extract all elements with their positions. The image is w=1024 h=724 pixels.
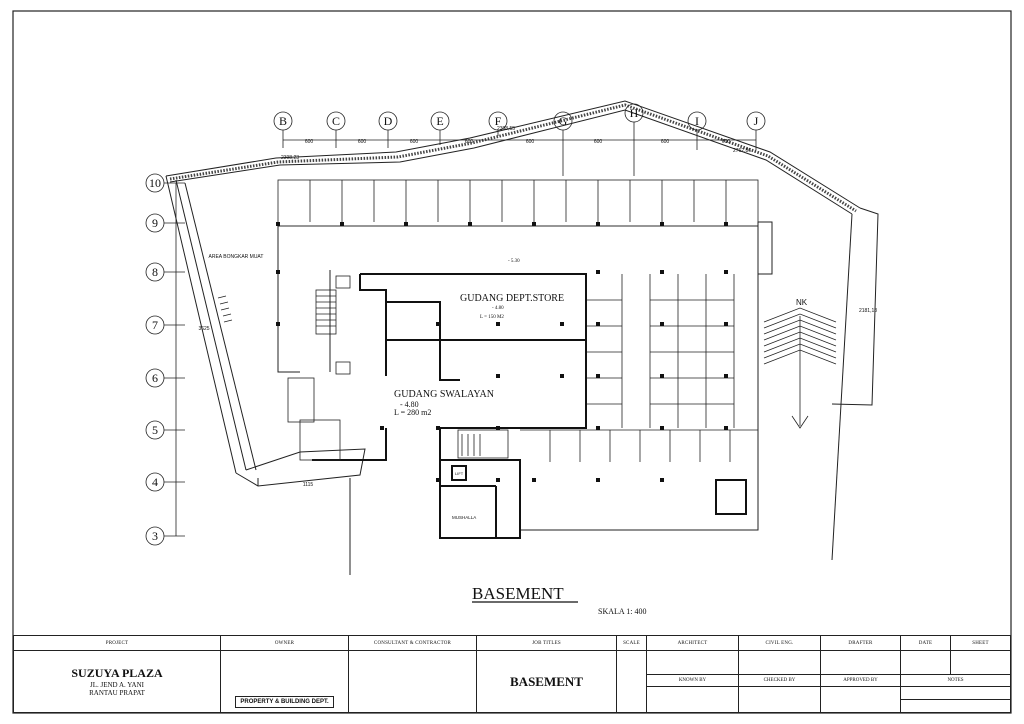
room-labels: GUDANG DEPT.STORE - 4.80 L = 150 M2 GUDA… bbox=[394, 259, 808, 520]
job-title-header: JOB TITLES bbox=[476, 636, 616, 650]
grid-col-d: D bbox=[384, 114, 393, 128]
grid-labels: B C D E F G H I J 10 9 8 7 6 5 4 3 bbox=[149, 106, 759, 543]
room-swalayan-area: L = 280 m2 bbox=[394, 408, 431, 417]
dim-col-cd: 600 bbox=[358, 139, 367, 145]
grid-col-f: F bbox=[495, 114, 502, 128]
grid-columns bbox=[273, 103, 766, 176]
drafter-header: DRAFTER bbox=[820, 636, 900, 650]
notes-line-1 bbox=[900, 686, 1010, 699]
scale-cell bbox=[616, 650, 646, 712]
main-floor bbox=[277, 221, 773, 531]
dim-bottom: 1115 bbox=[303, 482, 314, 488]
grid-col-g: G bbox=[559, 114, 568, 128]
dim-col-ij: 600 bbox=[722, 139, 731, 145]
grid-row-7: 7 bbox=[152, 318, 158, 332]
core-area bbox=[287, 275, 509, 461]
parking-top bbox=[277, 179, 759, 227]
notes-line-2 bbox=[900, 699, 1010, 712]
grid-row-3: 3 bbox=[152, 529, 158, 543]
wall-hatch-top bbox=[169, 103, 857, 213]
civil-eng-header: CIVIL ENG. bbox=[738, 636, 820, 650]
owner-cell: PROPERTY & BUILDING DEPT. bbox=[220, 650, 348, 712]
dimension-labels: 600 600 600 600 600 600 600 600 2398,23 … bbox=[198, 126, 877, 488]
architect-header: ARCHITECT bbox=[646, 636, 738, 650]
area-bongkar-label: AREA BONGKAR MUAT bbox=[209, 254, 264, 260]
grid-row-10: 10 bbox=[149, 176, 161, 190]
approved-by-header: APPROVED BY bbox=[820, 674, 900, 686]
room-swalayan-label: GUDANG SWALAYAN bbox=[394, 389, 494, 400]
dim-top-mid: 2398,55 bbox=[497, 126, 515, 132]
grid-col-e: E bbox=[436, 114, 443, 128]
left-stair bbox=[217, 295, 233, 323]
main-level-label: - 5.30 bbox=[508, 259, 520, 264]
ramp-label: NK bbox=[796, 298, 808, 307]
grid-col-h: H bbox=[630, 106, 639, 120]
dim-top-right: 2762,86 bbox=[733, 148, 751, 154]
drafter-sign bbox=[820, 650, 900, 674]
known-by-sign bbox=[646, 686, 738, 712]
project-cell: SUZUYA PLAZA JL. JEND A. YANI RANTAU PRA… bbox=[14, 650, 220, 712]
dim-col-fg: 600 bbox=[526, 139, 535, 145]
room-store-area: L = 150 M2 bbox=[480, 315, 504, 320]
drawing-scale: SKALA 1: 400 bbox=[598, 607, 646, 616]
room-lift-label: LIFT bbox=[455, 471, 464, 476]
title-block: PROJECT OWNER CONSULTANT & CONTRACTOR JO… bbox=[13, 635, 1011, 713]
sheet-border bbox=[12, 10, 1012, 714]
consultant-cell bbox=[348, 650, 476, 712]
sheet-header: SHEET bbox=[950, 636, 1010, 650]
dim-col-ef: 600 bbox=[465, 139, 474, 145]
sheet-value bbox=[950, 650, 1010, 674]
owner-badge: PROPERTY & BUILDING DEPT. bbox=[235, 696, 334, 708]
date-header: DATE bbox=[900, 636, 950, 650]
dim-left-diag: 3625 bbox=[198, 326, 209, 332]
grid-col-c: C bbox=[332, 114, 340, 128]
lower-rooms bbox=[439, 459, 747, 539]
project-address-2: RANTAU PRAPAT bbox=[89, 689, 145, 697]
entrance-ramp bbox=[763, 307, 837, 429]
storage-rooms bbox=[312, 273, 587, 461]
site-outline bbox=[165, 100, 879, 575]
dim-top-left: 2398,23 bbox=[281, 155, 299, 161]
job-title-cell: BASEMENT bbox=[476, 650, 616, 712]
room-mushalla-label: MUSHALLA bbox=[452, 515, 476, 520]
grid-row-6: 6 bbox=[152, 371, 158, 385]
drawing-title: BASEMENT bbox=[472, 584, 564, 603]
notes-header: NOTES bbox=[900, 674, 1010, 686]
checked-by-header: CHECKED BY bbox=[738, 674, 820, 686]
dim-right-side: 2181,18 bbox=[859, 308, 877, 314]
architect-sign bbox=[646, 650, 738, 674]
parking-right bbox=[520, 274, 758, 462]
known-by-header: KNOWN BY bbox=[646, 674, 738, 686]
structural-columns bbox=[276, 222, 728, 482]
scale-header: SCALE bbox=[616, 636, 646, 650]
grid-col-b: B bbox=[279, 114, 287, 128]
project-address-1: JL. JEND A. YANI bbox=[90, 681, 144, 689]
dim-col-hi: 600 bbox=[661, 139, 670, 145]
dim-col-de: 600 bbox=[410, 139, 419, 145]
grid-col-j: J bbox=[754, 114, 759, 128]
checked-by-sign bbox=[738, 686, 820, 712]
room-store-label: GUDANG DEPT.STORE bbox=[460, 293, 564, 304]
grid-rows bbox=[145, 173, 185, 546]
room-store-level: - 4.80 bbox=[492, 306, 504, 311]
project-header: PROJECT bbox=[105, 640, 129, 646]
project-name: SUZUYA PLAZA bbox=[71, 666, 163, 680]
consultant-header: CONSULTANT & CONTRACTOR bbox=[348, 636, 476, 650]
dim-col-gh: 600 bbox=[594, 139, 603, 145]
grid-row-8: 8 bbox=[152, 265, 158, 279]
grid-col-i: I bbox=[695, 114, 699, 128]
civil-eng-sign bbox=[738, 650, 820, 674]
dim-col-bc: 600 bbox=[305, 139, 314, 145]
grid-row-4: 4 bbox=[152, 475, 158, 489]
grid-row-9: 9 bbox=[152, 216, 158, 230]
owner-header: OWNER bbox=[220, 636, 348, 650]
approved-by-sign bbox=[820, 686, 900, 712]
room-swalayan-level: - 4.80 bbox=[400, 400, 419, 409]
grid-row-5: 5 bbox=[152, 423, 158, 437]
date-value bbox=[900, 650, 950, 674]
